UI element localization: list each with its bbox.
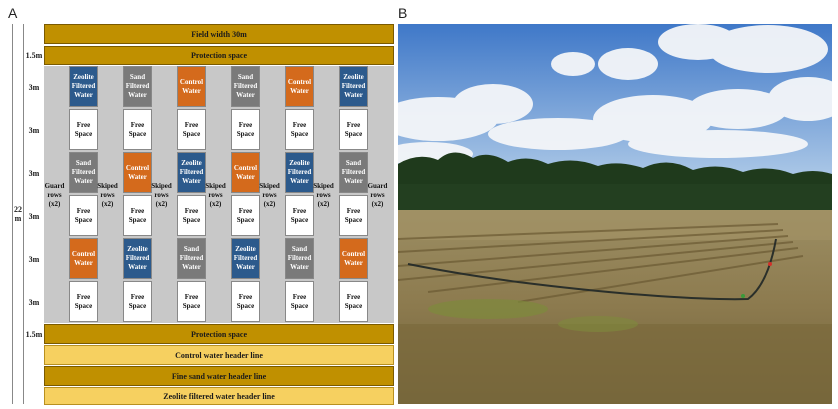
plot-cell: Control Water [231,152,260,193]
plot-cell: Free Space [69,109,98,150]
plot-cell: Free Space [285,109,314,150]
plot-cell: Zeolite Filtered Water [339,66,368,107]
row-height-label: 3m [28,254,40,264]
plot-cell: Free Space [177,109,206,150]
field-photo [398,24,832,404]
protection-space-top: Protection space [44,46,394,65]
plot-cell: Control Water [69,238,98,279]
plot-cell: Free Space [231,281,260,322]
plot-cell: Zeolite Filtered Water [69,66,98,107]
plot-cell: Free Space [285,281,314,322]
row-height-label: 3m [28,125,40,135]
protection-space-bottom: Protection space [44,324,394,344]
plot-cell: Sand Filtered Water [123,66,152,107]
skipped-rows-label: Skiped rows (x2) [313,181,334,208]
field-length-number: 22 [14,205,22,214]
plot-cell: Free Space [123,281,152,322]
plot-cell: Free Space [231,109,260,150]
skipped-rows-label: Skiped rows (x2) [205,181,226,208]
plot-cell: Free Space [285,195,314,236]
plot-cell: Zeolite Filtered Water [231,238,260,279]
plot-cell: Sand Filtered Water [339,152,368,193]
plot-cell: Free Space [177,281,206,322]
field-length-unit: m [14,214,22,223]
fine-sand-water-header-line: Fine sand water header line [44,366,394,386]
guard-rows-label: Guard rows (x2) [367,181,388,208]
plot-cell: Free Space [339,109,368,150]
field-layout-diagram: 22 m [10,24,394,404]
control-water-header-line: Control water header line [44,345,394,365]
field-length-marker: 22 m [12,24,24,404]
plot-cell: Zeolite Filtered Water [123,238,152,279]
skipped-rows-label: Skiped rows (x2) [97,181,118,208]
skipped-rows-label: Skiped rows (x2) [151,181,172,208]
panel-label-a: A [8,5,18,21]
skipped-rows-label: Skiped rows (x2) [259,181,280,208]
plot-cell: Sand Filtered Water [231,66,260,107]
plot-cell: Free Space [123,195,152,236]
plot-cell: Control Water [177,66,206,107]
plot-cell: Zeolite Filtered Water [285,152,314,193]
plot-cell: Control Water [123,152,152,193]
plot-cell: Free Space [339,195,368,236]
plot-cell: Sand Filtered Water [69,152,98,193]
plot-cell: Free Space [339,281,368,322]
zeolite-water-header-line: Zeolite filtered water header line [44,387,394,405]
plot-area [44,66,394,323]
plot-cell: Free Space [123,109,152,150]
row-height-label: 3m [28,211,40,221]
plot-cell: Control Water [285,66,314,107]
row-height-label: 1.5m [25,329,43,339]
plot-cell: Control Water [339,238,368,279]
panel-label-b: B [398,5,408,21]
row-height-label: 3m [28,168,40,178]
row-height-label: 1.5m [25,51,43,60]
plot-cell: Free Space [69,281,98,322]
plot-cell: Sand Filtered Water [177,238,206,279]
guard-rows-label: Guard rows (x2) [44,181,65,208]
plot-cell: Free Space [69,195,98,236]
plot-cell: Free Space [231,195,260,236]
field-photo-image [398,24,832,404]
row-height-label: 3m [28,297,40,307]
field-width-band: Field width 30m [44,24,394,44]
plot-cell: Sand Filtered Water [285,238,314,279]
plot-cell: Free Space [177,195,206,236]
row-height-label: 3m [28,82,40,92]
plot-cell: Zeolite Filtered Water [177,152,206,193]
